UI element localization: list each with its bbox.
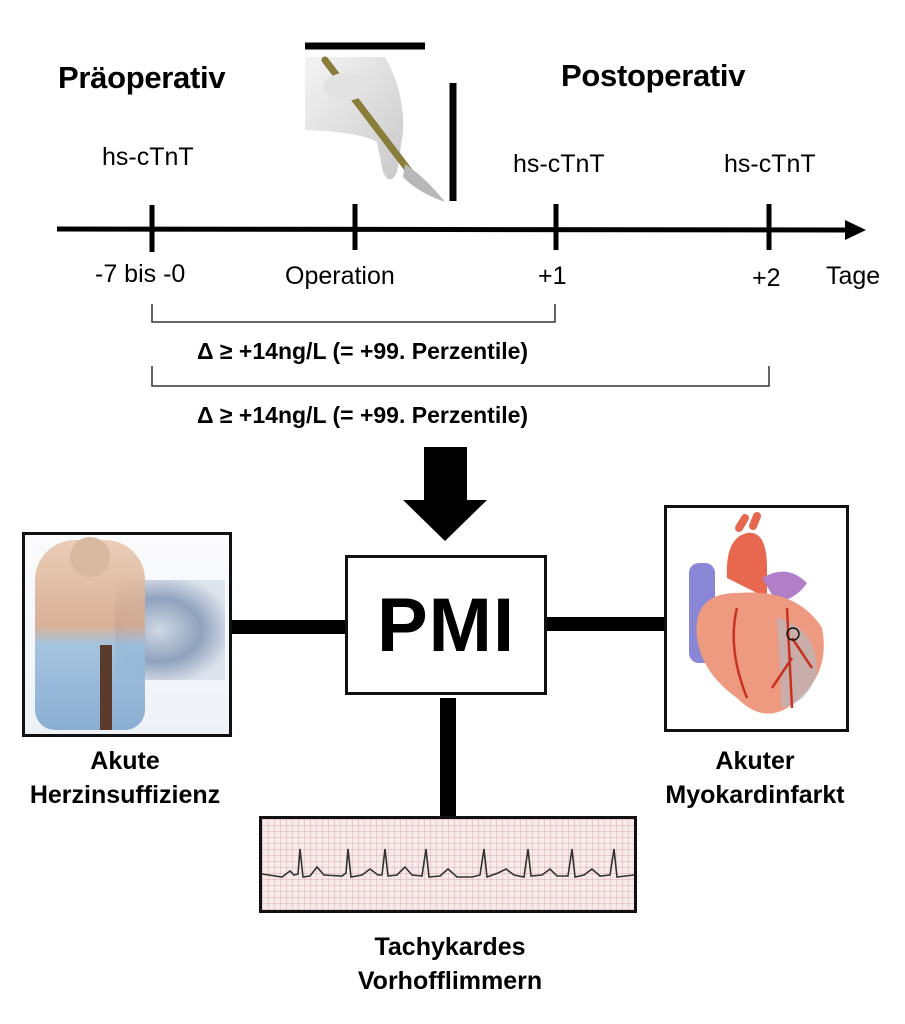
arrow-down-icon — [403, 447, 487, 541]
caption-myocardial-infarction: Akuter Myokardinfarkt — [650, 744, 860, 812]
connector-bottom — [440, 698, 456, 816]
caption-af-line2: Vorhofflimmern — [357, 967, 543, 995]
timeline-axis — [56, 226, 849, 233]
ecg-strip — [259, 816, 637, 913]
connector-left — [230, 620, 346, 634]
tick-label-preop: -7 bis -0 — [95, 260, 186, 288]
caption-heart-failure-line1: Akute — [90, 747, 160, 775]
tick-label-day2: +2 — [752, 264, 781, 292]
heart-anatomy-illustration — [664, 505, 849, 732]
pmi-box: PMI — [345, 555, 547, 695]
caption-mi-line2: Myokardinfarkt — [665, 781, 845, 809]
tick-label-operation: Operation — [285, 262, 395, 290]
marker-label-day1: hs-cTnT — [513, 150, 605, 178]
heart-failure-illustration — [22, 532, 232, 737]
scalpel-hand-icon — [305, 52, 445, 202]
axis-unit-label: Tage — [826, 262, 881, 290]
phase-preoperative: Präoperativ — [58, 60, 226, 95]
criterion-day1: Δ ≥ +14ng/L (= +99. Perzentile) — [197, 338, 529, 364]
marker-label-day2: hs-cTnT — [724, 150, 816, 178]
caption-heart-failure: Akute Herzinsuffizienz — [30, 744, 220, 812]
criterion-day2: Δ ≥ +14ng/L (= +99. Perzentile) — [197, 402, 529, 428]
bracket-day2 — [151, 366, 770, 387]
tick-label-day1: +1 — [538, 262, 567, 290]
caption-heart-failure-line2: Herzinsuffizienz — [29, 781, 221, 809]
caption-mi-line1: Akuter — [715, 747, 795, 775]
caption-af-line1: Tachykardes — [374, 933, 526, 961]
phase-postoperative: Postoperativ — [561, 58, 746, 93]
caption-atrial-fibrillation: Tachykardes Vorhofflimmern — [330, 930, 570, 998]
bracket-day1 — [151, 304, 556, 323]
connector-right — [546, 617, 666, 631]
marker-label-preop: hs-cTnT — [102, 143, 194, 171]
timeline-arrowhead — [845, 220, 866, 240]
pmi-label: PMI — [376, 582, 516, 668]
